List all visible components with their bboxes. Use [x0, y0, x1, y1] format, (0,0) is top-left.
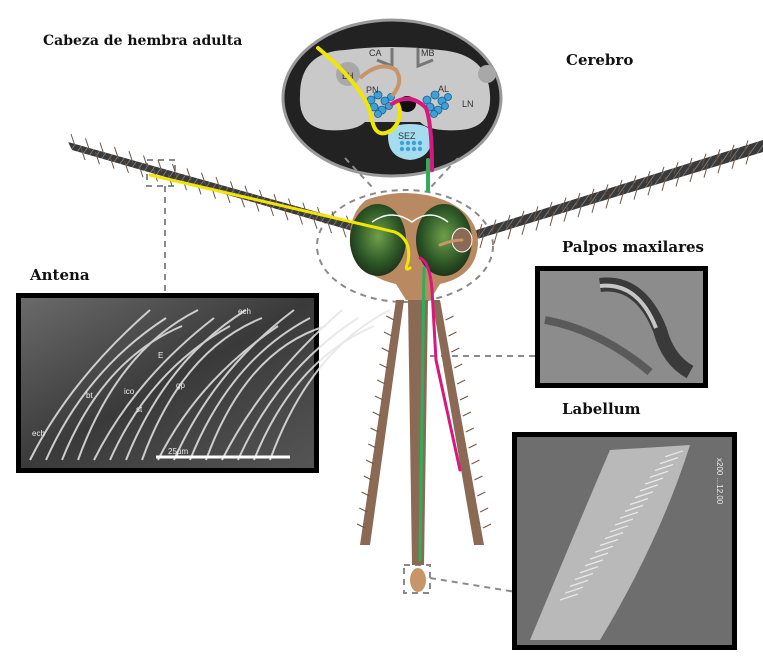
labellum-label: Labellum — [562, 400, 640, 418]
brain-label-ln: LN — [462, 99, 474, 109]
antenna-label-ech-bottom: ech — [32, 429, 45, 438]
right-antenna — [470, 140, 763, 240]
brain-diagram: CA MB LH PN AL LN SEZ — [283, 20, 501, 176]
antenna-label-e: E — [158, 351, 163, 360]
brain-label-al: AL — [438, 84, 449, 94]
proboscis — [408, 300, 428, 565]
antenna-label: Antena — [30, 266, 90, 284]
left-palp — [360, 300, 404, 545]
brain-label-sez: SEZ — [398, 131, 416, 141]
labellum-side-text: x200 ...12.00 — [715, 458, 724, 505]
palps-label: Palpos maxilares — [562, 238, 704, 256]
brain-label-pn: PN — [366, 85, 379, 95]
palps-sem-panel — [535, 266, 708, 388]
antenna-label-ico: ico — [124, 387, 135, 396]
right-palp — [432, 300, 484, 545]
brain-label-ca: CA — [369, 48, 382, 58]
labellum-tip — [410, 568, 426, 592]
mosquito-head — [350, 193, 478, 300]
antenna-label-bt: bt — [86, 391, 93, 400]
antenna-sem-panel: ech E bt ico gp st ech 25µm — [16, 293, 390, 473]
labellum-sem-panel: x200 ...12.00 — [512, 432, 737, 650]
brain-label-mb: MB — [421, 48, 435, 58]
antenna-scale-label: 25µm — [168, 447, 189, 456]
antenna-label-ech-top: ech — [238, 307, 251, 316]
antenna-label-gp: gp — [176, 381, 185, 390]
antenna-label-st: st — [136, 405, 143, 414]
brain-label: Cerebro — [566, 51, 633, 69]
figure-title: Cabeza de hembra adulta — [40, 33, 245, 49]
right-lateral-horn — [478, 65, 496, 83]
